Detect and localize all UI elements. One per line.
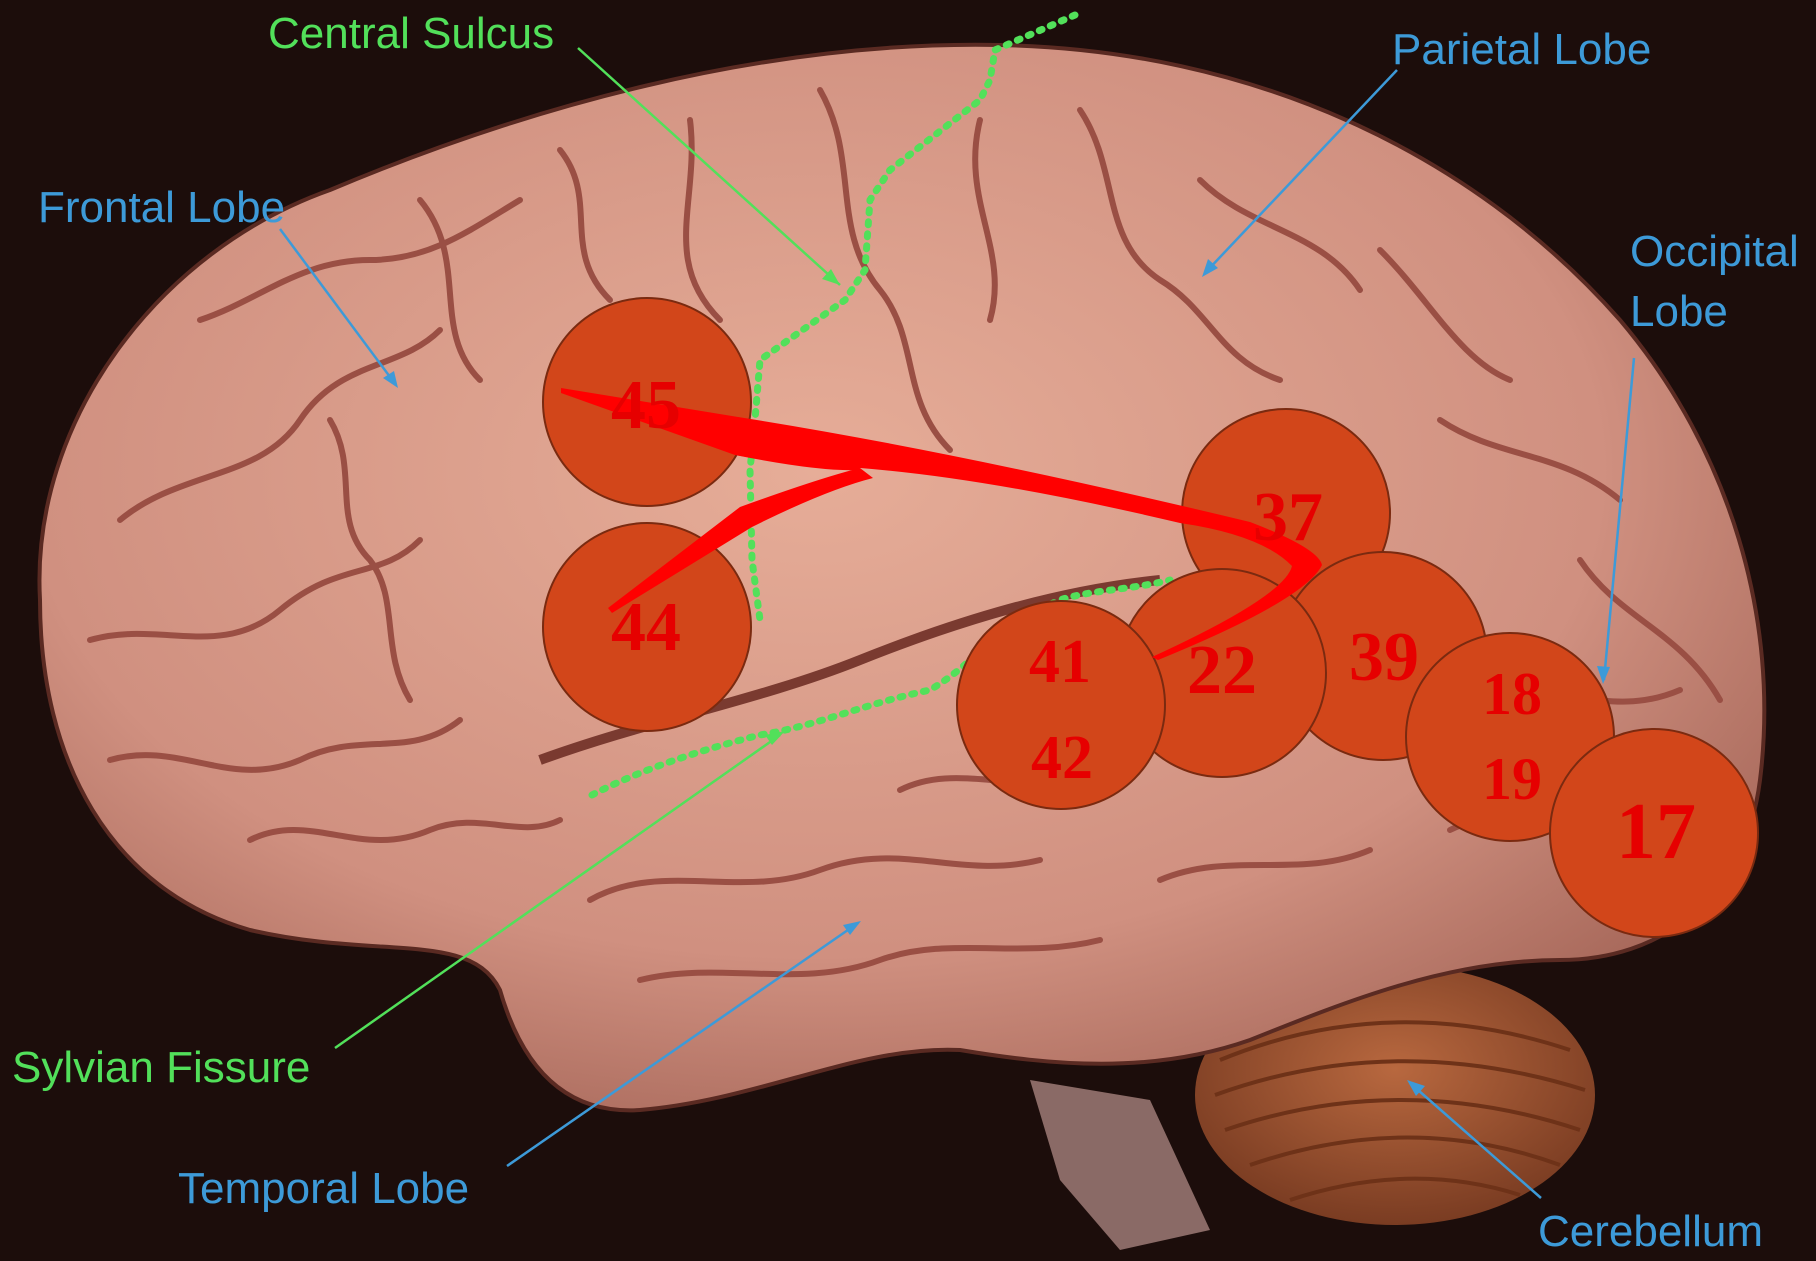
parietal-lobe-label: Parietal Lobe — [1392, 25, 1651, 74]
cerebellum-label: Cerebellum — [1538, 1207, 1763, 1256]
occipital-lobe-label-line2: Lobe — [1630, 287, 1728, 336]
area-45-label: 45 — [611, 367, 681, 444]
temporal-lobe-label: Temporal Lobe — [178, 1164, 469, 1213]
area-44-label: 44 — [611, 589, 681, 666]
area-37-label: 37 — [1253, 479, 1323, 556]
area-19-label: 19 — [1482, 746, 1542, 812]
area-42-label: 42 — [1031, 724, 1093, 792]
occipital-lobe-label-line1: Occipital — [1630, 227, 1799, 276]
central-sulcus-label: Central Sulcus — [268, 9, 554, 58]
area-18-label: 18 — [1482, 661, 1542, 727]
sylvian-fissure-label: Sylvian Fissure — [12, 1043, 310, 1092]
area-22-label: 22 — [1187, 632, 1257, 709]
area-41-label: 41 — [1029, 628, 1091, 696]
area-39-label: 39 — [1349, 619, 1419, 696]
frontal-lobe-label: Frontal Lobe — [38, 183, 285, 232]
area-17-label: 17 — [1616, 788, 1696, 876]
